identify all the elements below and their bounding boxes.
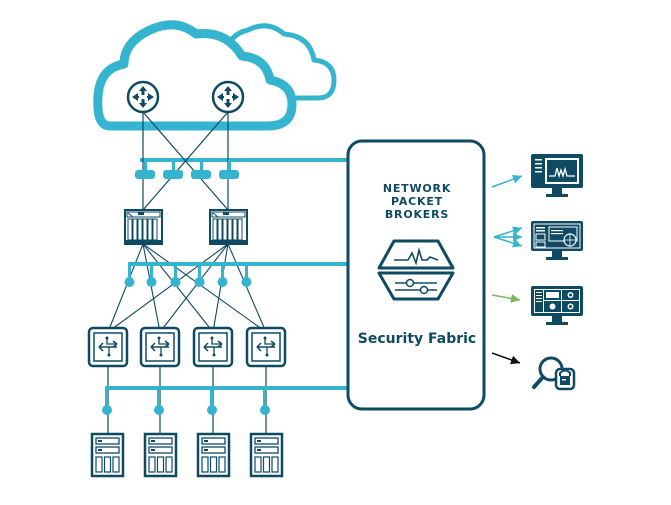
tap-node — [170, 277, 181, 287]
network-packet-brokers-heading: NETWORK PACKET BROKERS — [382, 182, 452, 221]
access-switches — [87, 326, 287, 368]
tap-node — [146, 277, 157, 287]
tap-node — [194, 277, 205, 287]
router-icon — [126, 80, 160, 114]
tool-arrows — [491, 174, 523, 365]
server-icon — [249, 432, 284, 478]
switch-icon — [245, 326, 287, 368]
servers — [90, 432, 284, 478]
single-teal-arrow — [491, 174, 523, 188]
switch-icon — [192, 326, 234, 368]
tap-bus-middle — [124, 262, 350, 287]
router-icon — [211, 80, 245, 114]
triple-teal-arrow — [493, 226, 523, 248]
chassis-switch-icon — [124, 209, 163, 245]
server-icon — [90, 432, 125, 478]
green-arrow — [491, 293, 521, 303]
aggregation-links — [107, 243, 267, 333]
tap-node — [207, 405, 217, 415]
taps-group — [135, 160, 239, 179]
security-dashboard-icon — [531, 221, 583, 260]
tap-icon — [135, 170, 155, 179]
switch-icon — [87, 326, 129, 368]
analytics-dashboard-icon — [531, 286, 583, 325]
packet-broker-hexagon-icon — [377, 239, 455, 301]
tap-node — [241, 277, 252, 287]
tap-node — [217, 277, 228, 287]
black-arrow — [491, 352, 521, 365]
tap-node — [154, 405, 164, 415]
security-fabric-label: Security Fabric — [357, 331, 477, 347]
forensics-search-lock-icon — [532, 356, 576, 391]
tap-icon — [163, 170, 183, 179]
server-icon — [196, 432, 231, 478]
chassis-switch-icon — [209, 209, 248, 245]
server-icon — [143, 432, 178, 478]
tap-icon — [219, 170, 239, 179]
tap-node — [102, 405, 112, 415]
switch-icon — [139, 326, 181, 368]
tap-bus-top — [140, 158, 350, 162]
performance-monitor-icon — [531, 154, 583, 197]
tap-bus-bottom — [102, 386, 350, 415]
server-links — [107, 366, 267, 435]
tap-node — [124, 277, 135, 287]
tap-icon — [191, 170, 211, 179]
tap-node — [260, 405, 270, 415]
